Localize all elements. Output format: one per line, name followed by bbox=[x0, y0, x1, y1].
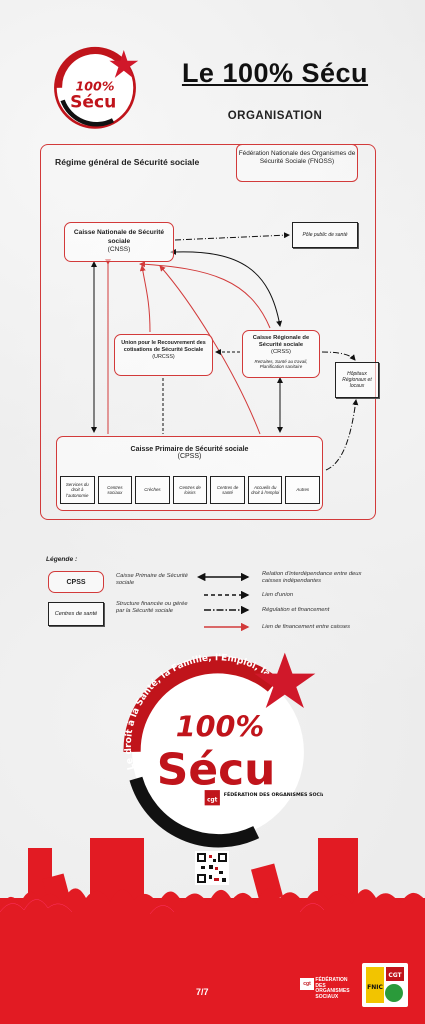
cnss-box: Caisse Nationale de Sécurité sociale (CN… bbox=[64, 222, 174, 262]
cpss-abbr: (CPSS) bbox=[177, 453, 202, 460]
service-box: Crèches bbox=[135, 476, 170, 504]
logo-small-word: Sécu bbox=[70, 93, 116, 113]
page-number: 7/7 bbox=[196, 987, 209, 997]
service-box: Autres bbox=[285, 476, 321, 504]
service-box: Centres de loisirs bbox=[172, 476, 208, 504]
legend-structure-desc: Structure financée ou gérée par la Sécur… bbox=[116, 601, 188, 615]
service-box: Centres de santé bbox=[210, 476, 245, 504]
secu-logo-small: 100% Sécu bbox=[54, 46, 139, 129]
regime-title: Régime général de Sécurité sociale bbox=[55, 157, 200, 167]
urcss-title: Union pour le Recouvrement des cotisatio… bbox=[121, 340, 206, 354]
legend-line2: Lien d'union bbox=[262, 592, 294, 598]
legend-centres-box: Centres de santé bbox=[48, 602, 104, 626]
logo-big-word: Sécu bbox=[157, 744, 276, 795]
crss-box: Caisse Régionale de Sécurité sociale (CR… bbox=[242, 330, 320, 378]
legend-line4: Lien de financement entre caisses bbox=[262, 624, 350, 630]
pole-public-box: Pôle public de santé bbox=[292, 222, 358, 248]
fnic-cgt-text: CGT bbox=[388, 972, 402, 979]
cgt-federation-logo: cgt FÉDÉRATION DES ORGANISMES SOCIAUX bbox=[300, 977, 353, 1000]
page-subtitle: ORGANISATION bbox=[227, 110, 323, 122]
cgt-badge: cgt bbox=[300, 978, 314, 990]
logo-small-badge: 100% bbox=[76, 79, 115, 94]
cpss-services-row: Services du droit à l'autonomie Centres … bbox=[60, 476, 321, 506]
logo-big-badge: 100% bbox=[176, 710, 264, 744]
crss-subtitle: Retraites, Santé au travail, Planificati… bbox=[254, 358, 308, 370]
cnss-crss-link bbox=[170, 248, 283, 327]
urcss-abbr: (URCSS) bbox=[152, 354, 175, 361]
fnic-cgt-logo: CGT FNIC bbox=[362, 963, 408, 1007]
fnoss-box: Fédération Nationale des Organismes de S… bbox=[236, 144, 358, 182]
secu-logo-large: Le droit à la Santé, la Famille, l'Emplo… bbox=[113, 645, 323, 848]
legend-title: Légende : bbox=[46, 556, 78, 563]
service-box: Accueils du droit à l'emploi bbox=[247, 476, 283, 504]
legend-cpss-box: CPSS bbox=[48, 571, 104, 593]
regime-general-frame bbox=[40, 144, 376, 520]
page-title: Le 100% Sécu bbox=[181, 58, 369, 88]
crss-abbr: (CRSS) bbox=[271, 349, 291, 356]
service-box: Centres sociaux bbox=[97, 476, 133, 504]
cnss-title: Caisse Nationale de Sécurité sociale bbox=[73, 229, 165, 245]
hopitaux-box: Hôpitaux Régionaux et locaux bbox=[335, 362, 379, 398]
qr-code-icon bbox=[195, 851, 229, 885]
crss-title: Caisse Régionale de Sécurité sociale bbox=[252, 335, 310, 349]
logo-cgt: cgt bbox=[207, 798, 217, 804]
crowd-banner bbox=[0, 838, 425, 1024]
legend-cpss-desc: Caisse Primaire de Sécurité sociale bbox=[116, 573, 188, 587]
cgt-federation-text: FÉDÉRATION DES ORGANISMES SOCIAUX bbox=[315, 977, 350, 1000]
logo-federation: FÉDÉRATION DES ORGANISMES SOCIAUX bbox=[224, 790, 323, 798]
fnic-text: FNIC bbox=[367, 984, 383, 991]
star-icon bbox=[254, 652, 316, 708]
urcss-box: Union pour le Recouvrement des cotisatio… bbox=[114, 334, 213, 376]
cpss-title: Caisse Primaire de Sécurité sociale bbox=[130, 446, 249, 453]
legend-line1: Relation d'interdépendance entre deux ca… bbox=[262, 571, 362, 585]
service-box: Services du droit à l'autonomie bbox=[60, 476, 95, 504]
cnss-pole-link bbox=[174, 232, 290, 241]
legend-line3: Régulation et financement bbox=[262, 607, 330, 613]
cnss-abbr: (CNSS) bbox=[107, 246, 131, 254]
